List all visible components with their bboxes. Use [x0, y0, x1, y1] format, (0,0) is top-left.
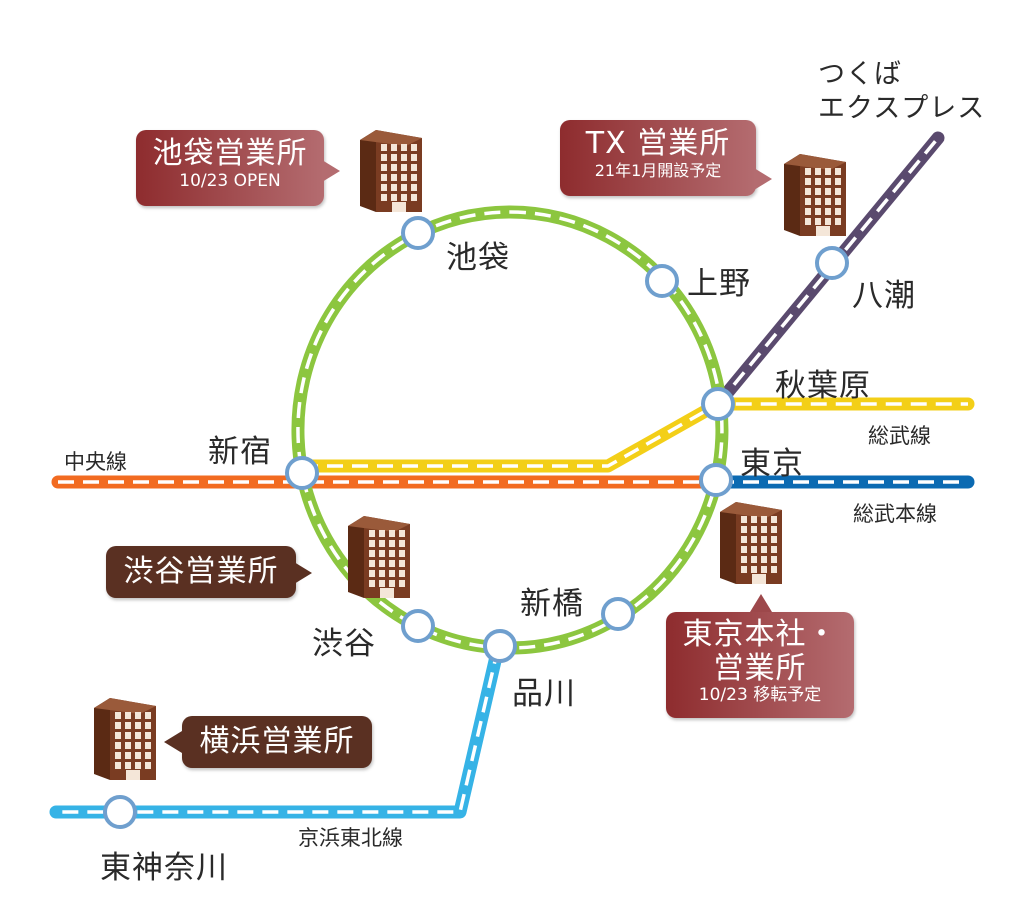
building-shape — [94, 698, 156, 780]
station-label-ikebukuro: 池袋 — [446, 240, 510, 276]
building-shape — [360, 130, 422, 212]
office-title-yokohama: 横浜営業所 — [199, 724, 355, 759]
station-label-shinjuku: 新宿 — [208, 434, 272, 470]
office-note-ikebukuro: 10/23 OPEN — [179, 171, 281, 191]
office-building-icon — [360, 130, 422, 212]
office-note-tx: 21年1月開設予定 — [594, 161, 722, 180]
station-marker-shinjuku — [285, 456, 319, 490]
station-marker-higashikanagawa — [103, 795, 137, 829]
station-label-shinbashi: 新橋 — [520, 586, 584, 622]
callout-tail — [750, 594, 772, 612]
office-callout-shibuya: 渋谷営業所 — [106, 546, 296, 598]
sobu-line — [295, 397, 975, 473]
office-building-icon — [348, 516, 410, 598]
sobu-line-label: 総武線 — [868, 424, 931, 448]
tx-line-label: つくば エクスプレス — [818, 59, 986, 124]
station-marker-shinagawa — [483, 629, 517, 663]
callout-tail — [754, 168, 772, 190]
station-marker-yashio — [815, 246, 849, 280]
callout-tail — [322, 160, 340, 182]
keihin-tohoku-line — [49, 641, 505, 819]
station-marker-shibuya — [401, 609, 435, 643]
sobu-rapid-line-label: 総武本線 — [853, 502, 937, 526]
office-note-tokyo: 10/23 移転予定 — [698, 685, 822, 705]
station-marker-ueno — [645, 264, 679, 298]
callout-tail — [164, 731, 182, 753]
office-callout-yokohama: 横浜営業所 — [182, 716, 372, 768]
station-label-yashio: 八潮 — [852, 278, 916, 314]
station-label-ueno: 上野 — [687, 266, 751, 302]
chuo-line-label: 中央線 — [64, 450, 127, 474]
office-callout-tokyo: 東京本社・ 営業所 10/23 移転予定 — [666, 612, 854, 718]
keihin-tohoku-line-label: 京浜東北線 — [298, 826, 403, 850]
office-building-icon — [94, 698, 156, 780]
station-label-akihabara: 秋葉原 — [775, 368, 871, 404]
station-label-shibuya: 渋谷 — [312, 626, 376, 662]
station-label-higashikanagawa: 東神奈川 — [100, 850, 228, 886]
station-marker-tokyo — [699, 463, 733, 497]
station-marker-shinbashi — [601, 597, 635, 631]
building-shape — [348, 516, 410, 598]
office-building-icon — [720, 502, 782, 584]
office-title-tx: TX 営業所 — [585, 126, 731, 161]
callout-tail — [294, 562, 312, 584]
station-label-shinagawa: 品川 — [512, 676, 576, 712]
station-label-tokyo: 東京 — [740, 446, 804, 482]
station-marker-akihabara — [701, 387, 735, 421]
office-callout-tx: TX 営業所 21年1月開設予定 — [560, 120, 756, 196]
station-marker-ikebukuro — [401, 216, 435, 250]
building-shape — [720, 502, 782, 584]
office-title-tokyo: 東京本社・ 営業所 — [682, 617, 838, 686]
building-shape — [784, 154, 846, 236]
office-callout-ikebukuro: 池袋営業所 10/23 OPEN — [136, 130, 324, 206]
office-title-shibuya: 渋谷営業所 — [123, 554, 279, 589]
office-building-icon — [784, 154, 846, 236]
stations — [103, 216, 849, 829]
office-title-ikebukuro: 池袋営業所 — [152, 136, 308, 171]
